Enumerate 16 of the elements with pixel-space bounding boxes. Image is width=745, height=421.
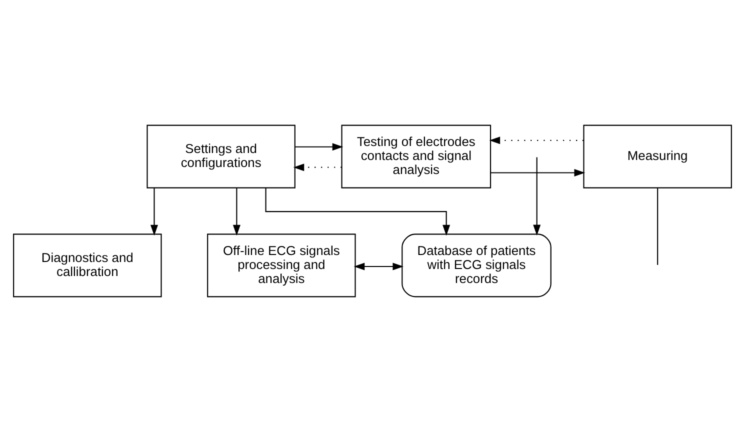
arrow xyxy=(293,163,342,171)
arrow xyxy=(150,188,158,236)
node-box: Testing of electrodes contacts and signal analysis xyxy=(341,124,492,188)
node-box: Measuring xyxy=(583,124,732,188)
arrow xyxy=(533,156,541,236)
arrow xyxy=(295,142,344,150)
arrow xyxy=(354,262,404,270)
node-box: Settings and configurations xyxy=(146,124,296,188)
node-box: Off-line ECG signals processing and analysis xyxy=(207,233,356,297)
arrow xyxy=(489,136,584,144)
connector xyxy=(657,188,658,264)
node-box: Database of patients with ECG signals records xyxy=(402,233,552,297)
arrow xyxy=(232,188,240,236)
arrow xyxy=(265,187,450,236)
node-box: Diagnostics and callibration xyxy=(13,233,162,297)
arrow xyxy=(490,168,586,176)
